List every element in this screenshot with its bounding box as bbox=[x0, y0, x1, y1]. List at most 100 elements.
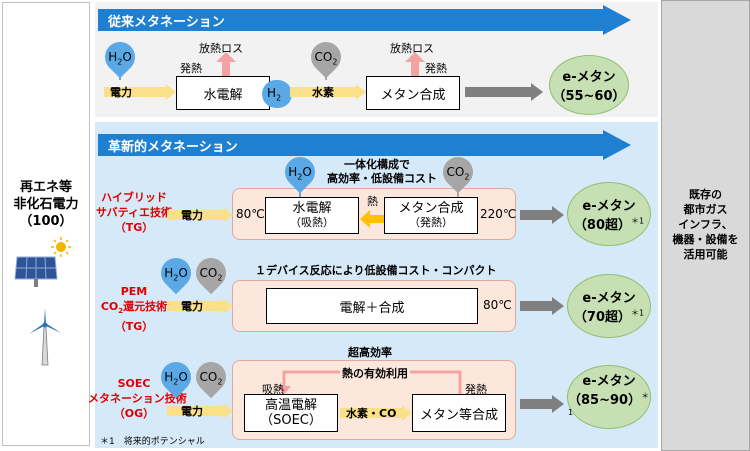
heat-left-arrow-icon bbox=[360, 210, 386, 228]
conv-power-label: 電力 bbox=[110, 86, 132, 99]
energy-source-panel: 再エネ等 非化石電力 （100） bbox=[2, 2, 90, 446]
soec-synthesis-box: メタン等合成 bbox=[412, 394, 506, 432]
pem-name-line1: PEM bbox=[120, 285, 148, 298]
soec-name-line1: SOEC bbox=[117, 377, 151, 390]
conv-electrolysis-box: 水電解 bbox=[176, 76, 270, 110]
soec-intermediate-label: 水素・CO bbox=[346, 407, 397, 420]
conv-heat-release-label-1: 発熱 bbox=[180, 62, 202, 75]
pem-result-value: （70超） bbox=[573, 310, 631, 325]
infra-line1: 既存の bbox=[689, 188, 722, 201]
conv-result-value: （55~60） bbox=[552, 89, 626, 104]
solar-panel-icon bbox=[14, 256, 58, 287]
soec-power-label: 電力 bbox=[181, 405, 203, 418]
conv-result-circle: e-メタン （55~60） bbox=[549, 55, 629, 115]
pem-name-line3: （TG） bbox=[114, 320, 154, 334]
soec-heat-release-label: 発熱 bbox=[465, 383, 487, 396]
tg-h2o-stem bbox=[299, 187, 301, 197]
conv-heat-release-label-2: 発熱 bbox=[425, 62, 447, 75]
soec-result-title: e-メタン bbox=[582, 373, 636, 389]
conv-power-arrow bbox=[104, 84, 176, 100]
pem-power-label: 電力 bbox=[181, 300, 203, 313]
soec-result-value: （85~90） bbox=[568, 392, 642, 408]
conv-heat-loss-label-2: 放熱ロス bbox=[390, 42, 434, 55]
soec-note: 超高効率 bbox=[348, 346, 392, 359]
soec-name-line2: メタネーション技術 bbox=[88, 392, 187, 405]
conv-result-title: e-メタン bbox=[562, 70, 616, 85]
pem-output-arrow bbox=[520, 297, 564, 315]
tg-heat-label: 熱 bbox=[367, 195, 378, 208]
tg-h2o-label: H2O bbox=[288, 165, 312, 182]
tg-name-line1: ハイブリッド bbox=[101, 191, 167, 204]
source-title-line3: （100） bbox=[19, 214, 73, 229]
hydrogen-bubble-icon bbox=[262, 80, 292, 108]
wind-turbine-icon bbox=[29, 308, 61, 366]
infra-line2: 都市ガス bbox=[683, 203, 728, 216]
soec-electrolysis-box: 高温電解 （SOEC） bbox=[244, 394, 338, 432]
source-title-line2: 非化石電力 bbox=[13, 197, 79, 212]
pem-process-box: 電解＋合成 bbox=[266, 288, 478, 324]
tg-temp-in: 80℃ bbox=[236, 207, 265, 221]
pem-co2-label: CO2 bbox=[199, 266, 223, 283]
pem-result-circle: e-メタン （70超）＊1 bbox=[567, 274, 651, 338]
heat-up-arrow-icon bbox=[216, 52, 236, 76]
tg-result-title: e-メタン bbox=[582, 199, 636, 214]
pem-result-footnote-mark: ＊1 bbox=[631, 308, 645, 318]
pem-technology-name: PEM CO2還元技術 （TG） bbox=[88, 284, 180, 334]
soec-heat-use-label: 熱の有効利用 bbox=[340, 365, 410, 381]
heat-up-arrow-icon bbox=[405, 52, 425, 76]
tg-output-arrow bbox=[520, 206, 564, 224]
infrastructure-panel: 既存の 都市ガス インフラ、 機器・設備を 活用可能 bbox=[661, 0, 750, 451]
conv-h2o-label: H2O bbox=[108, 50, 132, 67]
infrastructure-text: 既存の 都市ガス インフラ、 機器・設備を 活用可能 bbox=[662, 187, 749, 262]
tg-electrolysis-title: 水電解 bbox=[292, 200, 332, 216]
conv-co2-stem bbox=[325, 72, 327, 80]
conventional-header: 従来メタネーション bbox=[108, 15, 225, 30]
tg-synthesis-sub: （発熱） bbox=[409, 215, 453, 229]
infra-line3: インフラ、 bbox=[678, 218, 733, 231]
tg-note-line1: 一体化構成で bbox=[344, 158, 410, 171]
pem-name-line2: CO2還元技術 bbox=[100, 300, 168, 316]
tg-name-line2: サバティエ技術 bbox=[96, 206, 172, 219]
soec-power-arrow bbox=[167, 403, 233, 419]
tg-power-label: 電力 bbox=[181, 209, 203, 222]
soec-co2-label: CO2 bbox=[199, 370, 223, 387]
tg-co2-stem bbox=[457, 187, 459, 197]
pem-result-title: e-メタン bbox=[582, 291, 636, 306]
pem-power-arrow bbox=[167, 298, 233, 314]
source-title: 再エネ等 非化石電力 （100） bbox=[3, 179, 89, 230]
infra-line4: 機器・設備を bbox=[672, 233, 739, 246]
pem-note: １デバイス反応により低設備コスト・コンパクト bbox=[255, 264, 497, 277]
tg-synthesis-box: メタン合成 （発熱） bbox=[384, 197, 478, 234]
tg-temp-out: 220℃ bbox=[480, 207, 517, 221]
soec-h2o-label: H2O bbox=[164, 370, 188, 387]
pem-h2o-label: H2O bbox=[164, 266, 188, 283]
innovative-header: 革新的メタネーション bbox=[108, 140, 238, 155]
soec-output-arrow bbox=[520, 395, 564, 413]
soec-intermediate-arrow bbox=[340, 405, 412, 421]
conventional-header-arrow: 従来メタネーション bbox=[98, 5, 631, 35]
tg-result-footnote-mark: ＊1 bbox=[631, 216, 645, 226]
conv-heat-loss-label-1: 放熱ロス bbox=[199, 42, 243, 55]
tg-result-value: （80超） bbox=[573, 218, 631, 233]
soec-electrolysis-sub: （SOEC） bbox=[260, 413, 322, 428]
infra-line5: 活用可能 bbox=[683, 248, 728, 261]
conv-hydrogen-arrow bbox=[290, 84, 366, 100]
conv-co2-label: CO2 bbox=[314, 50, 338, 67]
soec-result-circle: e-メタン （85~90）＊1 bbox=[567, 365, 651, 429]
tg-power-arrow bbox=[167, 207, 233, 223]
tg-co2-label: CO2 bbox=[446, 165, 470, 182]
pem-temp: 80℃ bbox=[483, 298, 512, 312]
tg-name-line3: （TG） bbox=[114, 221, 154, 234]
tg-result-circle: e-メタン （80超）＊1 bbox=[567, 182, 651, 246]
innovative-header-arrow: 革新的メタネーション bbox=[98, 130, 631, 160]
conv-hydrogen-label: 水素 bbox=[312, 86, 334, 99]
soec-result-footnote-mark: ＊1 bbox=[568, 391, 650, 417]
sun-icon bbox=[51, 237, 71, 257]
tg-electrolysis-box: 水電解 （吸熱） bbox=[265, 197, 359, 234]
soec-name-line3: （OG） bbox=[113, 407, 155, 420]
footnote: ＊1 将来的ポテンシャル bbox=[100, 437, 205, 447]
soec-electrolysis-title: 高温電解 bbox=[264, 398, 317, 413]
soec-heat-absorb-label: 吸熱 bbox=[262, 383, 284, 396]
tg-note: 一体化構成で 高効率・低設備コスト bbox=[327, 158, 437, 186]
tg-electrolysis-sub: （吸熱） bbox=[290, 215, 334, 229]
